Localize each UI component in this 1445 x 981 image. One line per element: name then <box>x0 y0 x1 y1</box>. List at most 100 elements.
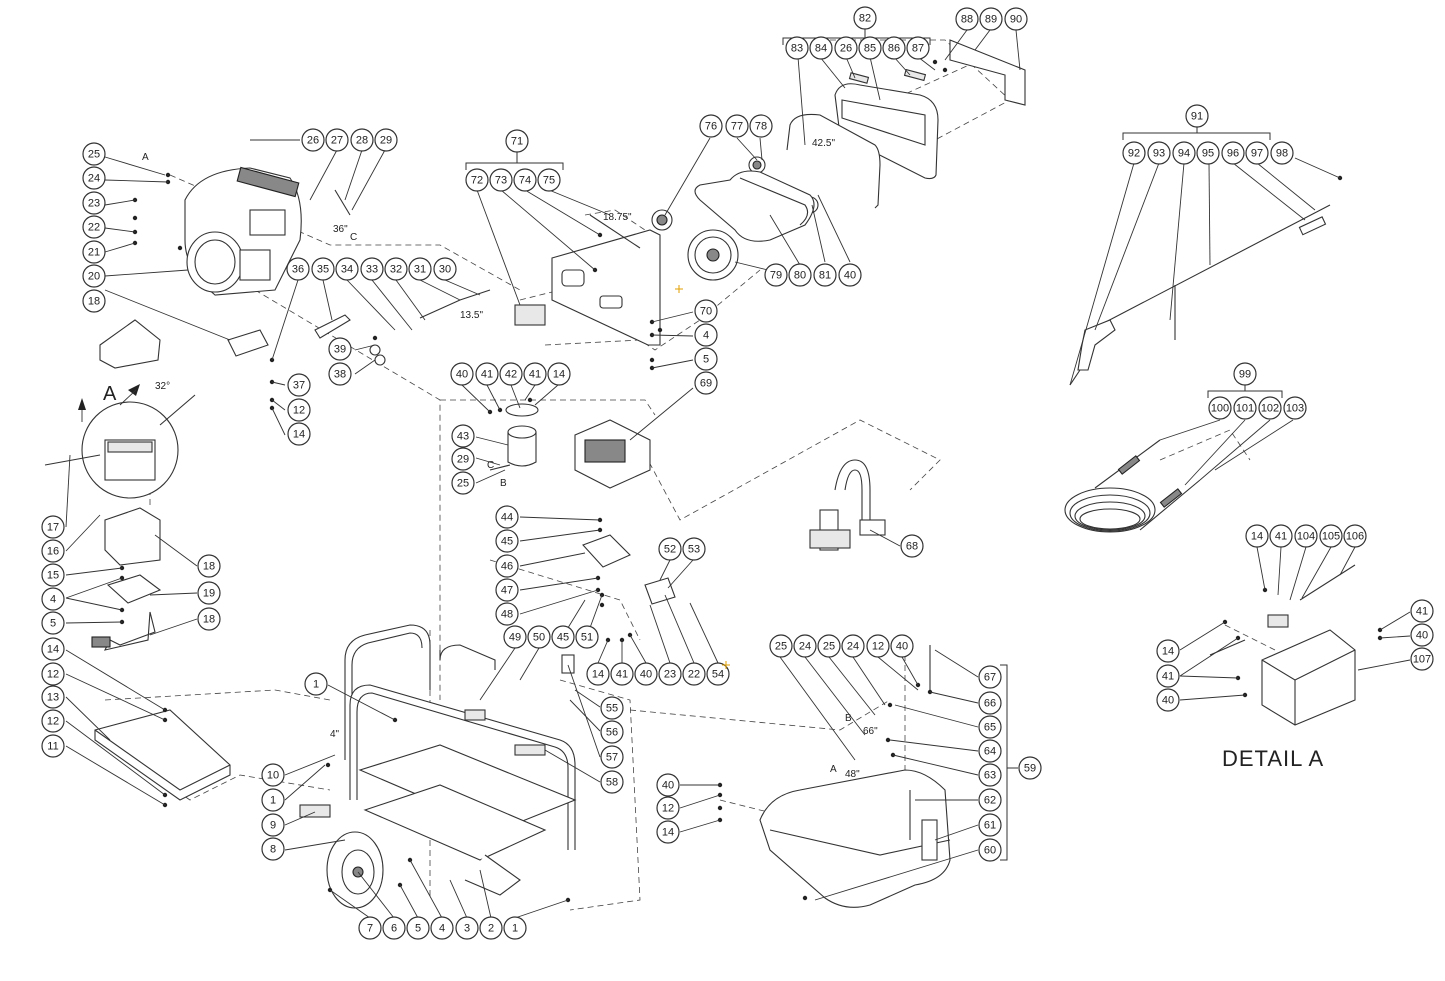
callout-circle <box>906 36 930 60</box>
callout-c45b: 45 <box>551 625 575 649</box>
callout-c41c: 41 <box>1269 524 1293 548</box>
callout-c58: 58 <box>600 770 624 794</box>
callout-number: 40 <box>844 270 856 282</box>
dim-13-5: 13.5" <box>460 310 483 321</box>
callout-number: 69 <box>700 378 712 390</box>
callout-c2: 2 <box>479 916 503 940</box>
callout-number: 64 <box>984 746 996 758</box>
dim-4: 4" <box>330 729 340 740</box>
callout-number: 80 <box>794 270 806 282</box>
callout-number: 24 <box>799 641 811 653</box>
brackets-part <box>299 534 676 818</box>
callout-c12d: 12 <box>866 634 890 658</box>
callout-circle <box>537 168 561 192</box>
dimension-labels: 36" 13.5" 18.75" 42.5" 66" 48" 4" A C C … <box>78 138 878 780</box>
callout-circle <box>451 471 475 495</box>
callout-number: 72 <box>471 175 483 187</box>
hardware-dot <box>942 67 948 73</box>
callout-number: 62 <box>984 795 996 807</box>
callout-c49: 49 <box>503 625 527 649</box>
callout-c22a: 22 <box>82 215 106 239</box>
callout-number: 106 <box>1346 531 1364 543</box>
callout-c76: 76 <box>699 114 723 138</box>
callout-c25c: 25 <box>769 634 793 658</box>
callout-number: 15 <box>47 570 59 582</box>
letter-b-filter: B <box>500 478 507 489</box>
callout-number: 12 <box>47 669 59 681</box>
callout-c91: 91 <box>1185 104 1209 128</box>
callout-c5c: 5 <box>406 916 430 940</box>
wheel-part <box>326 831 384 909</box>
callout-circle <box>374 128 398 152</box>
callout-number: 6 <box>391 923 397 935</box>
callout-c1c: 1 <box>503 916 527 940</box>
callout-number: 25 <box>88 149 100 161</box>
callout-number: 25 <box>823 641 835 653</box>
callout-circle <box>382 916 406 940</box>
callout-c14e: 14 <box>1156 639 1180 663</box>
callout-c35: 35 <box>311 257 335 281</box>
callout-number: 29 <box>380 135 392 147</box>
callout-circle <box>261 837 285 861</box>
callout-circle <box>682 537 706 561</box>
callout-c1b: 1 <box>261 788 285 812</box>
callout-circle <box>551 625 575 649</box>
callout-circle <box>495 554 519 578</box>
callout-number: 5 <box>703 354 709 366</box>
callout-number: 18 <box>203 614 215 626</box>
hardware-dot <box>657 327 663 333</box>
arrow-right-shaft <box>119 389 137 406</box>
callout-circle <box>1233 396 1257 420</box>
callout-circle <box>328 337 352 361</box>
callout-c105: 105 <box>1319 524 1343 548</box>
callout-number: 14 <box>553 369 565 381</box>
callout-c10: 10 <box>261 763 285 787</box>
callout-c37: 37 <box>287 373 311 397</box>
callout-number: 87 <box>912 43 924 55</box>
callout-circle <box>788 263 812 287</box>
callout-circle <box>495 602 519 626</box>
callout-circle <box>358 916 382 940</box>
callout-c72: 72 <box>465 168 489 192</box>
callout-number: 40 <box>456 369 468 381</box>
unloader-part <box>809 459 886 551</box>
callout-number: 41 <box>1275 531 1287 543</box>
callout-number: 103 <box>1286 403 1304 415</box>
hardware-dot <box>649 357 655 363</box>
callout-c5a: 5 <box>694 347 718 371</box>
callout-number: 22 <box>88 222 100 234</box>
callout-c80: 80 <box>788 263 812 287</box>
callout-circle <box>197 554 221 578</box>
callout-number: 49 <box>509 632 521 644</box>
callout-number: 78 <box>755 121 767 133</box>
callout-circle <box>408 257 432 281</box>
callout-number: 26 <box>307 135 319 147</box>
callout-c50: 50 <box>527 625 551 649</box>
callout-number: 85 <box>864 43 876 55</box>
callout-number: 4 <box>50 594 56 606</box>
callout-circle <box>882 36 906 60</box>
callout-c47: 47 <box>495 578 519 602</box>
callout-c4b: 4 <box>41 587 65 611</box>
callout-c104: 104 <box>1294 524 1318 548</box>
callout-circle <box>809 36 833 60</box>
callout-number: 18 <box>203 561 215 573</box>
callout-c18b: 18 <box>197 554 221 578</box>
callout-circle <box>858 36 882 60</box>
callout-number: 91 <box>1191 111 1203 123</box>
callout-c12c: 12 <box>41 709 65 733</box>
callout-number: 73 <box>495 175 507 187</box>
callout-number: 90 <box>1010 14 1022 26</box>
callout-circle <box>41 734 65 758</box>
callout-circle <box>1156 639 1180 663</box>
callout-c57: 57 <box>600 745 624 769</box>
callout-number: 4 <box>439 923 445 935</box>
callout-number: 86 <box>888 43 900 55</box>
callout-number: 36 <box>292 264 304 276</box>
callout-circle <box>600 745 624 769</box>
callout-circle <box>335 257 359 281</box>
callout-c20: 20 <box>82 264 106 288</box>
callout-number: 83 <box>791 43 803 55</box>
callout-c21: 21 <box>82 240 106 264</box>
callout-c38: 38 <box>328 362 352 386</box>
